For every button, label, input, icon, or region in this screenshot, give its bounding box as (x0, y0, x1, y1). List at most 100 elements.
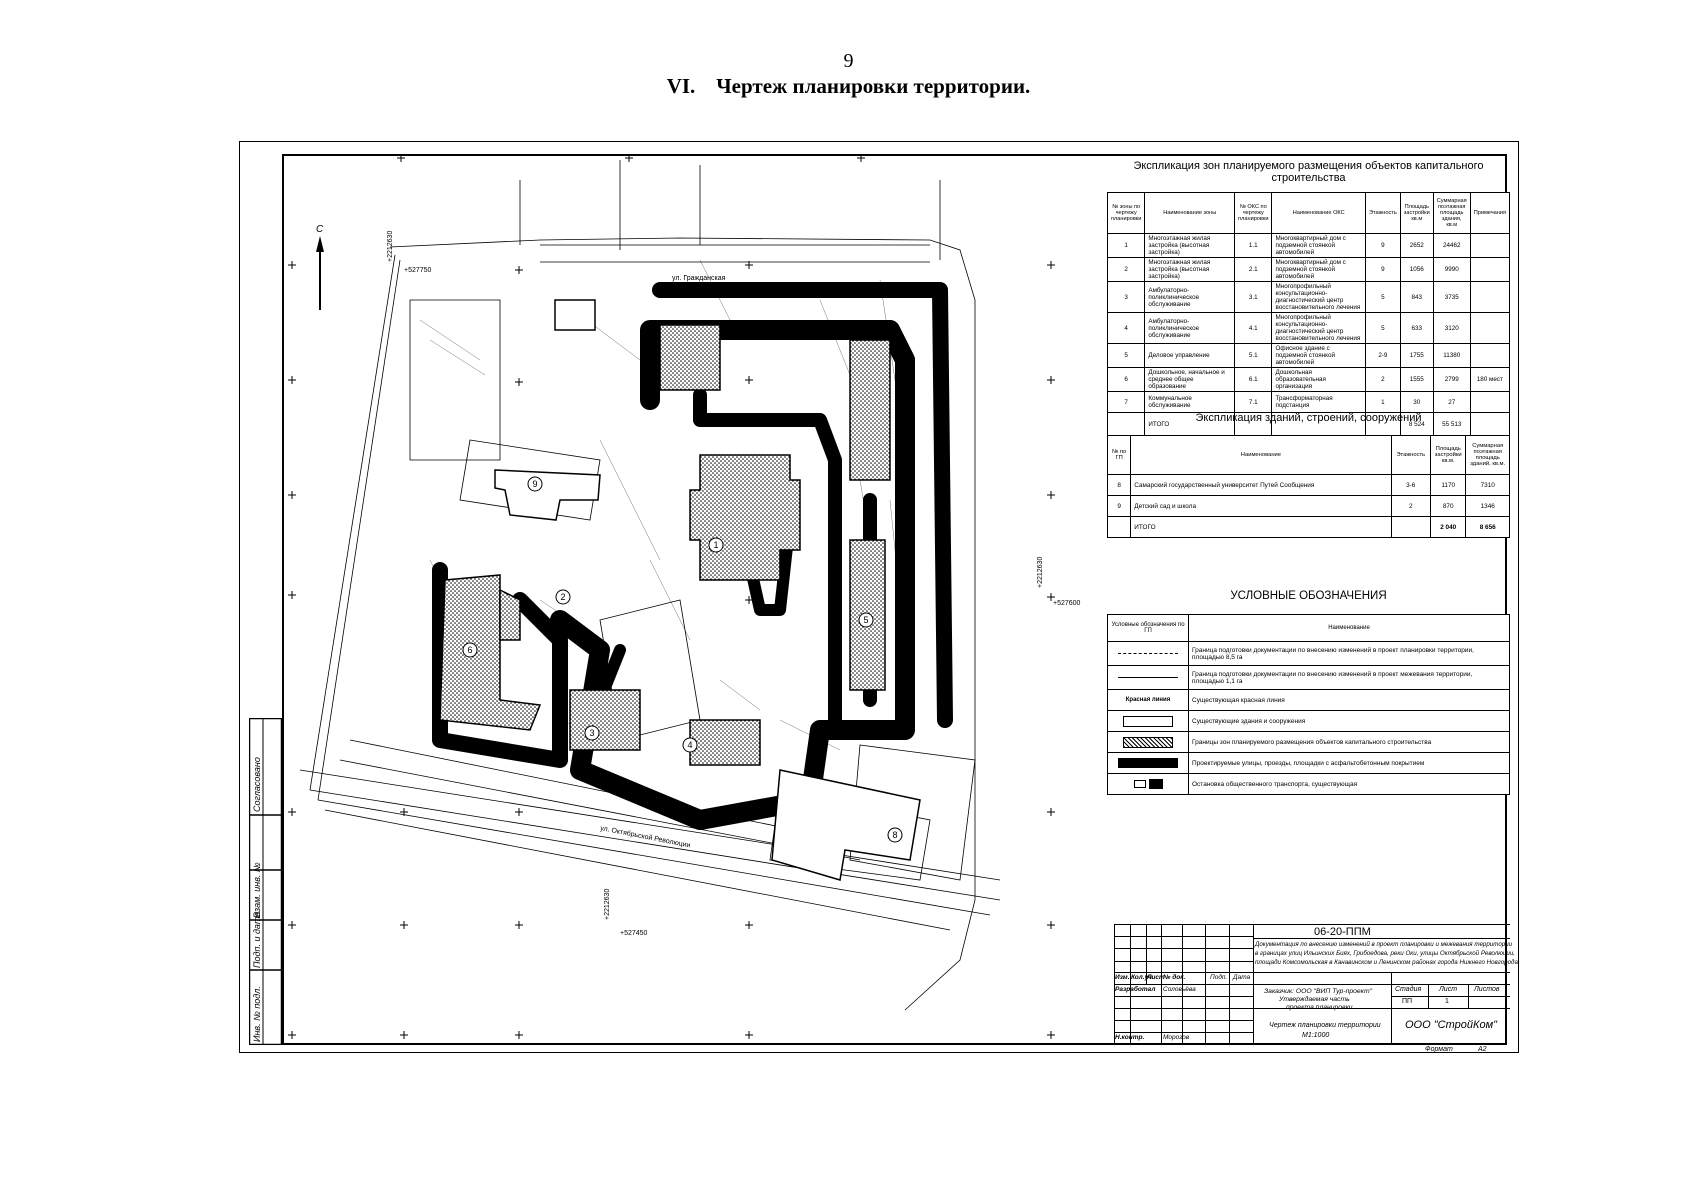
table-cell: 2.1 (1234, 257, 1273, 282)
table-cell: Многоквартирный дом с подземной стоянкой… (1271, 233, 1366, 258)
table-header: Суммарная поэтажная площадь зданий, кв.м… (1465, 435, 1510, 475)
table-cell: 1 (1106, 233, 1146, 258)
table-cell: 9 (1364, 233, 1401, 258)
table-header-row: № зоны по чертежу планировки Наименовани… (1106, 192, 1511, 234)
table-cell: 1346 (1465, 495, 1510, 517)
table-header: Наименование зоны (1144, 192, 1236, 234)
table-cell: 8 (1106, 474, 1132, 496)
legend-item: Проектируемые улицы, проезды, площадки с… (1107, 752, 1510, 774)
description-line: площади Комсомольская в Канавинском и Ле… (1255, 959, 1518, 966)
drawing-title: Чертеж планировки территории (1269, 1022, 1381, 1029)
street-top-label: ул. Гражданская (672, 275, 726, 282)
total-floor-area: 8 656 (1465, 516, 1510, 538)
legend-text: Существующая красная линия (1188, 689, 1510, 711)
replace-inv-label: Взам. инв. № (252, 862, 262, 918)
table-header: Наименование (1130, 435, 1392, 475)
table-cell: 3-6 (1390, 474, 1432, 496)
legend-item: Граница подготовки документации по внесе… (1107, 641, 1510, 666)
legend-item: Границы зон планируемого размещения объе… (1107, 731, 1510, 753)
table-cell: 7 (1106, 391, 1146, 413)
table-header: Наименование ОКС (1271, 192, 1366, 234)
table-cell: Многопрофильный консультационно-диагност… (1271, 281, 1366, 313)
stage-label: Стадия (1395, 986, 1422, 993)
developer-role: Разработал (1115, 986, 1156, 993)
sheet-value: 1 (1445, 998, 1449, 1005)
table-header: Площадь застройки кв.м (1399, 192, 1434, 234)
coord-label-6: +527450 (620, 930, 648, 937)
customer: Заказчик: ООО "ВИП Тур-проект" (1264, 988, 1373, 995)
table-header: Наименование (1188, 614, 1510, 642)
black-road-icon (1118, 758, 1178, 768)
table-cell (1469, 343, 1511, 368)
table-header-row: Условные обозначения по ГП Наименование (1107, 614, 1510, 642)
table-cell: 9 (1364, 257, 1401, 282)
sheet-label: Лист (1439, 986, 1458, 993)
table-cell (1469, 257, 1511, 282)
legend-text: Остановка общественного транспорта, суще… (1188, 773, 1510, 795)
marker-1: 1 (713, 540, 718, 550)
col-kol: Кол.уч. (1131, 974, 1154, 981)
drawing-scale: М1:1000 (1302, 1032, 1330, 1039)
table-cell: Детский сад и школа (1130, 495, 1392, 517)
table-cell: 5 (1106, 343, 1146, 368)
stage-value: ПП (1402, 998, 1413, 1005)
coord-label-4: +527600 (1053, 600, 1081, 607)
table-cell: 2799 (1432, 367, 1471, 392)
legend-item: Существующие здания и сооружения (1107, 710, 1510, 732)
table-cell: 3 (1106, 281, 1146, 313)
bus-icon (1148, 779, 1163, 789)
table-cell: Многоэтажная жилая застройка (высотная з… (1144, 233, 1236, 258)
sign-date-label: Подп. и дата (252, 911, 262, 968)
part-line-1: Утверждаемая часть (1279, 996, 1350, 1003)
building-markers: 9 8 1 2 3 4 5 6 (462, 476, 903, 843)
table-header: № по ГП (1106, 435, 1132, 475)
page-number: 9 (843, 50, 854, 72)
norm-control-role: Н.контр. (1115, 1034, 1145, 1041)
table-cell: 633 (1399, 312, 1434, 344)
hatched-zone-icon (1123, 736, 1173, 748)
drawing-frame (282, 154, 1507, 1045)
stop-icon (1133, 780, 1146, 788)
marker-2: 2 (560, 592, 565, 602)
table-cell: 3735 (1432, 281, 1471, 313)
col-izm: Изм. (1115, 974, 1130, 981)
title-block: 06-20-ППМ Документация по внесению измен… (1114, 924, 1518, 1045)
table-cell: 4 (1106, 312, 1146, 344)
buildings-table-caption: Экспликация зданий, строений, сооружений (1195, 412, 1422, 424)
table-cell: Многопрофильный консультационно-диагност… (1271, 312, 1366, 344)
table-cell: 843 (1399, 281, 1434, 313)
solid-line-icon (1118, 676, 1178, 678)
legend-item: Граница подготовки документации по внесе… (1107, 665, 1510, 690)
developer-name: Соловьёва (1163, 986, 1196, 993)
legend-item: Красная линия Существующая красная линия (1107, 689, 1510, 711)
table-cell: 4.1 (1234, 312, 1273, 344)
table-cell (1469, 312, 1511, 344)
marker-3: 3 (589, 728, 594, 738)
table-cell (1469, 281, 1511, 313)
table-cell (1469, 233, 1511, 258)
table-header: Площадь застройки кв.м. (1429, 435, 1467, 475)
table-cell (1469, 391, 1511, 413)
col-podp: Подп. (1210, 974, 1228, 981)
survey-lines (299, 160, 1001, 1011)
agreed-label: Согласовано (252, 757, 262, 812)
table-cell: 2 (1106, 257, 1146, 282)
marker-8: 8 (892, 830, 897, 840)
sheets-label: Листов (1474, 986, 1500, 993)
marker-6: 6 (467, 645, 472, 655)
table-cell: Амбулаторно-поликлиническое обслуживание (1144, 312, 1236, 344)
table-header: Условные обозначения по ГП (1107, 614, 1189, 642)
table-header-row: № по ГП Наименование Этажность Площадь з… (1106, 435, 1510, 475)
table-cell: Многоэтажная жилая застройка (высотная з… (1144, 257, 1236, 282)
planned-zones (439, 324, 891, 766)
table-cell: 1170 (1429, 474, 1467, 496)
table-total-row: ИТОГО 2 040 8 656 (1106, 516, 1510, 538)
col-data: Дата (1233, 974, 1251, 981)
table-cell: 1056 (1399, 257, 1434, 282)
table-cell: 870 (1429, 495, 1467, 517)
